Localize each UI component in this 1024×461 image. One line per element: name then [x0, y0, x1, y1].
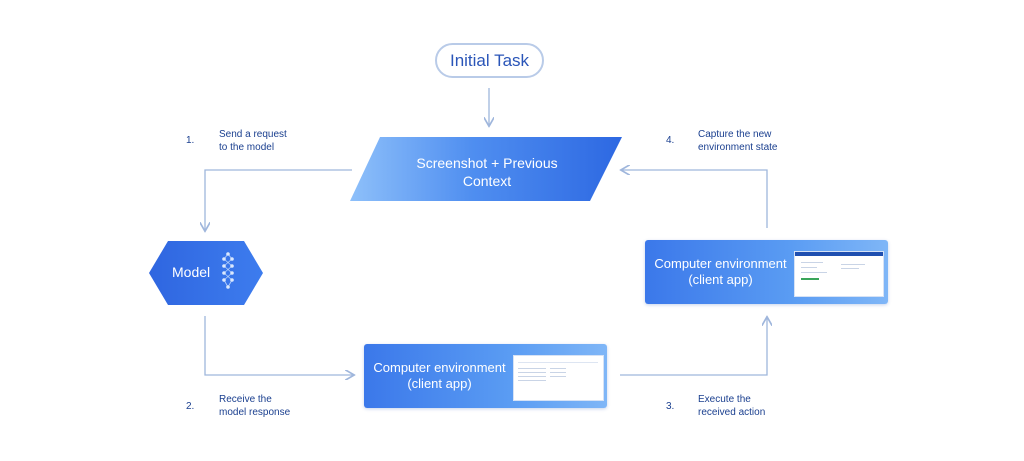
- env-right-line-1: Computer environment: [654, 256, 787, 271]
- env-bottom-line-2: (client app): [407, 376, 472, 391]
- env-right-screenshot: [794, 251, 884, 297]
- step-4-number: 4.: [666, 135, 675, 146]
- step-4-line-1: Capture the new: [698, 129, 772, 140]
- context-line-1: Screenshot + Previous: [416, 155, 558, 171]
- initial-task-node: Initial Task: [435, 43, 544, 78]
- arrow-env-to-env: [620, 318, 767, 376]
- env-bottom-label: Computer environment (client app): [366, 360, 513, 392]
- step-2-line-1: Receive the: [219, 394, 272, 405]
- arrow-env-to-context: [622, 170, 768, 228]
- step-4-line-2: environment state: [698, 142, 778, 153]
- step-3-text: Execute the received action: [698, 393, 765, 419]
- context-node-label: Screenshot + Previous Context: [392, 150, 582, 194]
- env-right-line-2: (client app): [688, 272, 753, 287]
- model-label: Model: [172, 264, 211, 280]
- arrow-context-to-model: [205, 169, 352, 230]
- step-4-text: Capture the new environment state: [698, 128, 778, 154]
- neural-network-icon: [222, 252, 234, 289]
- context-line-2: Context: [462, 173, 512, 189]
- model-hexagon: [149, 241, 263, 305]
- env-bottom-screenshot: [513, 355, 604, 401]
- step-1-line-1: Send a request: [219, 129, 287, 140]
- step-3-line-2: received action: [698, 407, 766, 418]
- step-1-number: 1.: [186, 135, 195, 146]
- step-3-line-1: Execute the: [698, 394, 751, 405]
- step-2-line-2: model response: [219, 407, 291, 418]
- context-parallelogram: [350, 137, 622, 201]
- initial-task-label: Initial Task: [449, 50, 530, 70]
- step-3-number: 3.: [666, 401, 675, 412]
- env-bottom-line-1: Computer environment: [373, 360, 506, 375]
- arrow-model-to-env: [204, 316, 353, 375]
- env-right-label: Computer environment (client app): [647, 256, 794, 288]
- step-2-number: 2.: [186, 401, 195, 412]
- step-1-line-2: to the model: [219, 142, 275, 153]
- env-node-right: Computer environment (client app): [645, 240, 888, 304]
- step-1-text: Send a request to the model: [219, 128, 287, 154]
- env-node-bottom: Computer environment (client app): [364, 344, 607, 408]
- step-2-text: Receive the model response: [219, 393, 290, 419]
